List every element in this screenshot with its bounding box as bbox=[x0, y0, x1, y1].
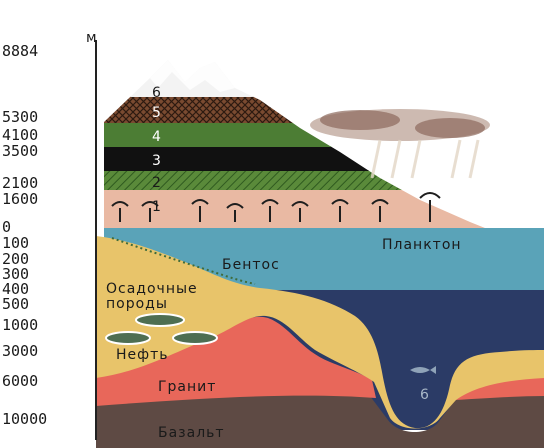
zone-number: 4 bbox=[152, 130, 162, 145]
zone-number: 6 bbox=[152, 86, 162, 101]
height-tick: 8884 bbox=[2, 44, 38, 59]
height-tick: 0 bbox=[2, 220, 11, 235]
depth-tick: 6000 bbox=[2, 374, 38, 389]
zone-number: 5 bbox=[152, 106, 162, 121]
depth-tick: 100 bbox=[2, 236, 29, 251]
height-tick: 3500 bbox=[2, 144, 38, 159]
basalt-label: Базальт bbox=[158, 426, 225, 441]
zone-number: 1 bbox=[152, 200, 162, 215]
zone-number: 2 bbox=[152, 176, 162, 191]
zone-number: 3 bbox=[152, 154, 162, 169]
trench-zone-label: 6 bbox=[420, 388, 430, 403]
granite-label: Гранит bbox=[158, 380, 216, 395]
depth-tick: 1000 bbox=[2, 318, 38, 333]
benthos-label: Бентос bbox=[222, 258, 280, 273]
plankton-label: Планктон bbox=[382, 238, 462, 253]
height-tick: 5300 bbox=[2, 110, 38, 125]
sediments-label: Осадочные породы bbox=[106, 282, 198, 312]
unit-label: м bbox=[86, 30, 97, 46]
height-tick: 4100 bbox=[2, 128, 38, 143]
oil-label: Нефть bbox=[116, 348, 169, 363]
height-tick: 2100 bbox=[2, 176, 38, 191]
depth-tick: 500 bbox=[2, 297, 29, 312]
depth-tick: 10000 bbox=[2, 412, 47, 427]
height-tick: 1600 bbox=[2, 192, 38, 207]
depth-tick: 3000 bbox=[2, 344, 38, 359]
